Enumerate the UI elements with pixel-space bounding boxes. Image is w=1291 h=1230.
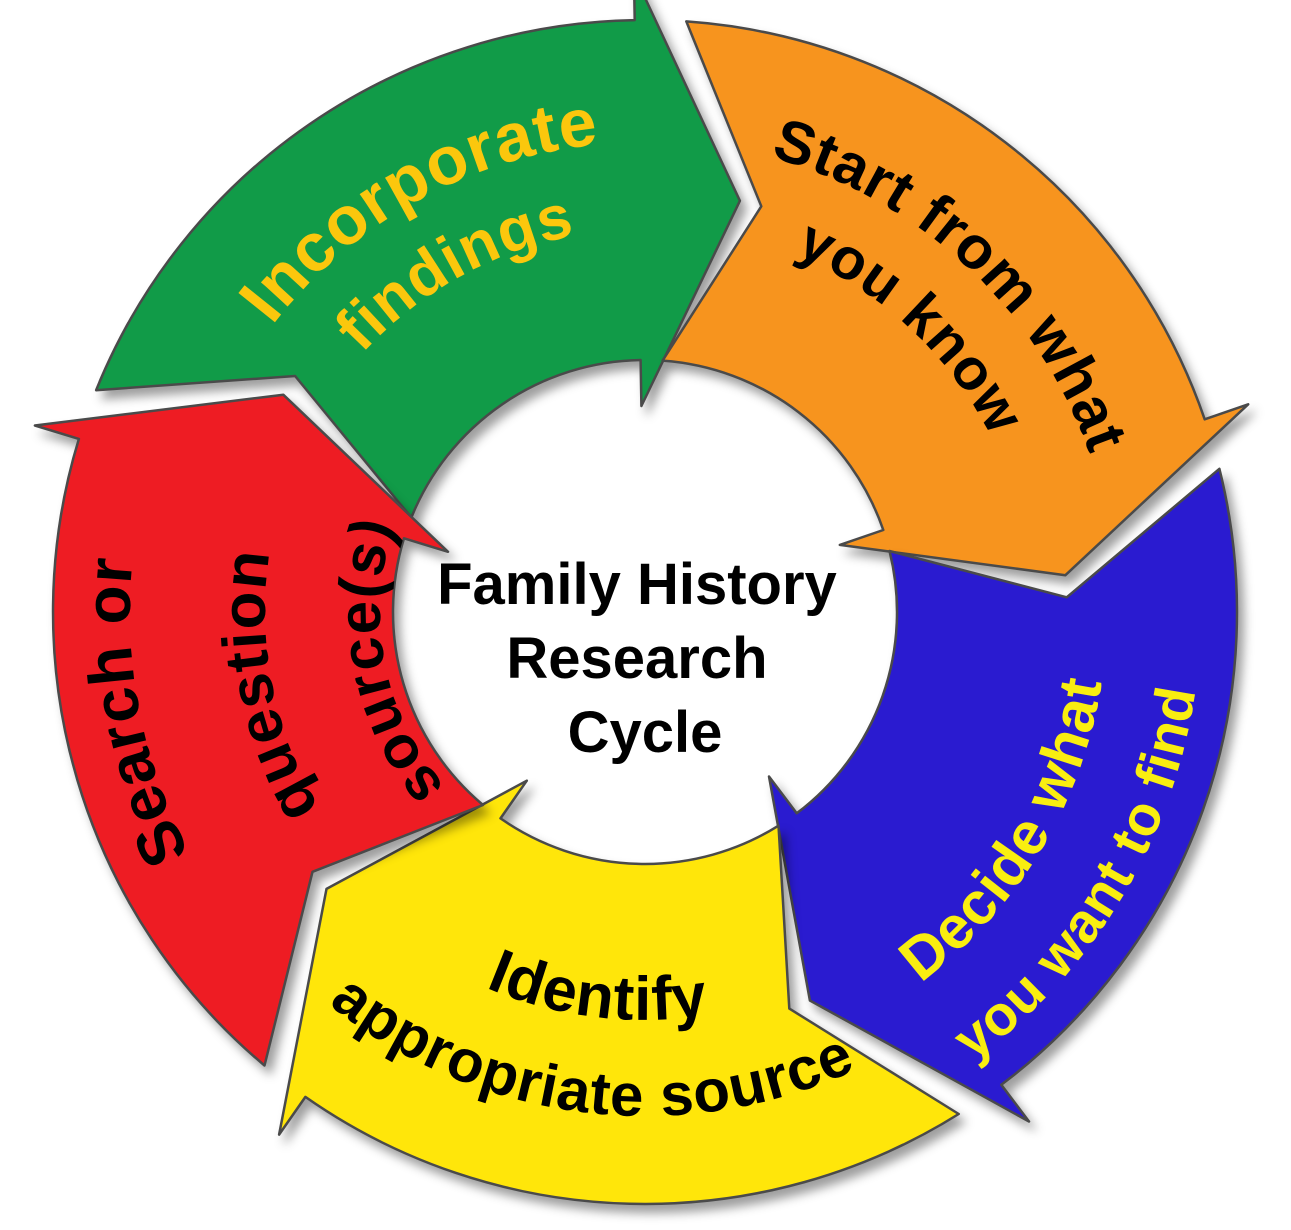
arrow-start-from-what-you-know <box>661 20 1250 577</box>
arrows-layer <box>33 0 1250 1206</box>
title-line-1: Family History <box>437 552 837 617</box>
arrow-identify-appropriate-source <box>277 779 960 1206</box>
arrow-search-or-question-sources <box>33 393 485 1067</box>
arrow-decide-what-you-want-to-find <box>767 467 1239 1123</box>
diagram-title: Family History Research Cycle <box>437 552 853 765</box>
arrow-incorporate-findings <box>94 0 742 519</box>
title-line-2: Research <box>506 626 767 691</box>
title-line-3: Cycle <box>568 700 723 765</box>
